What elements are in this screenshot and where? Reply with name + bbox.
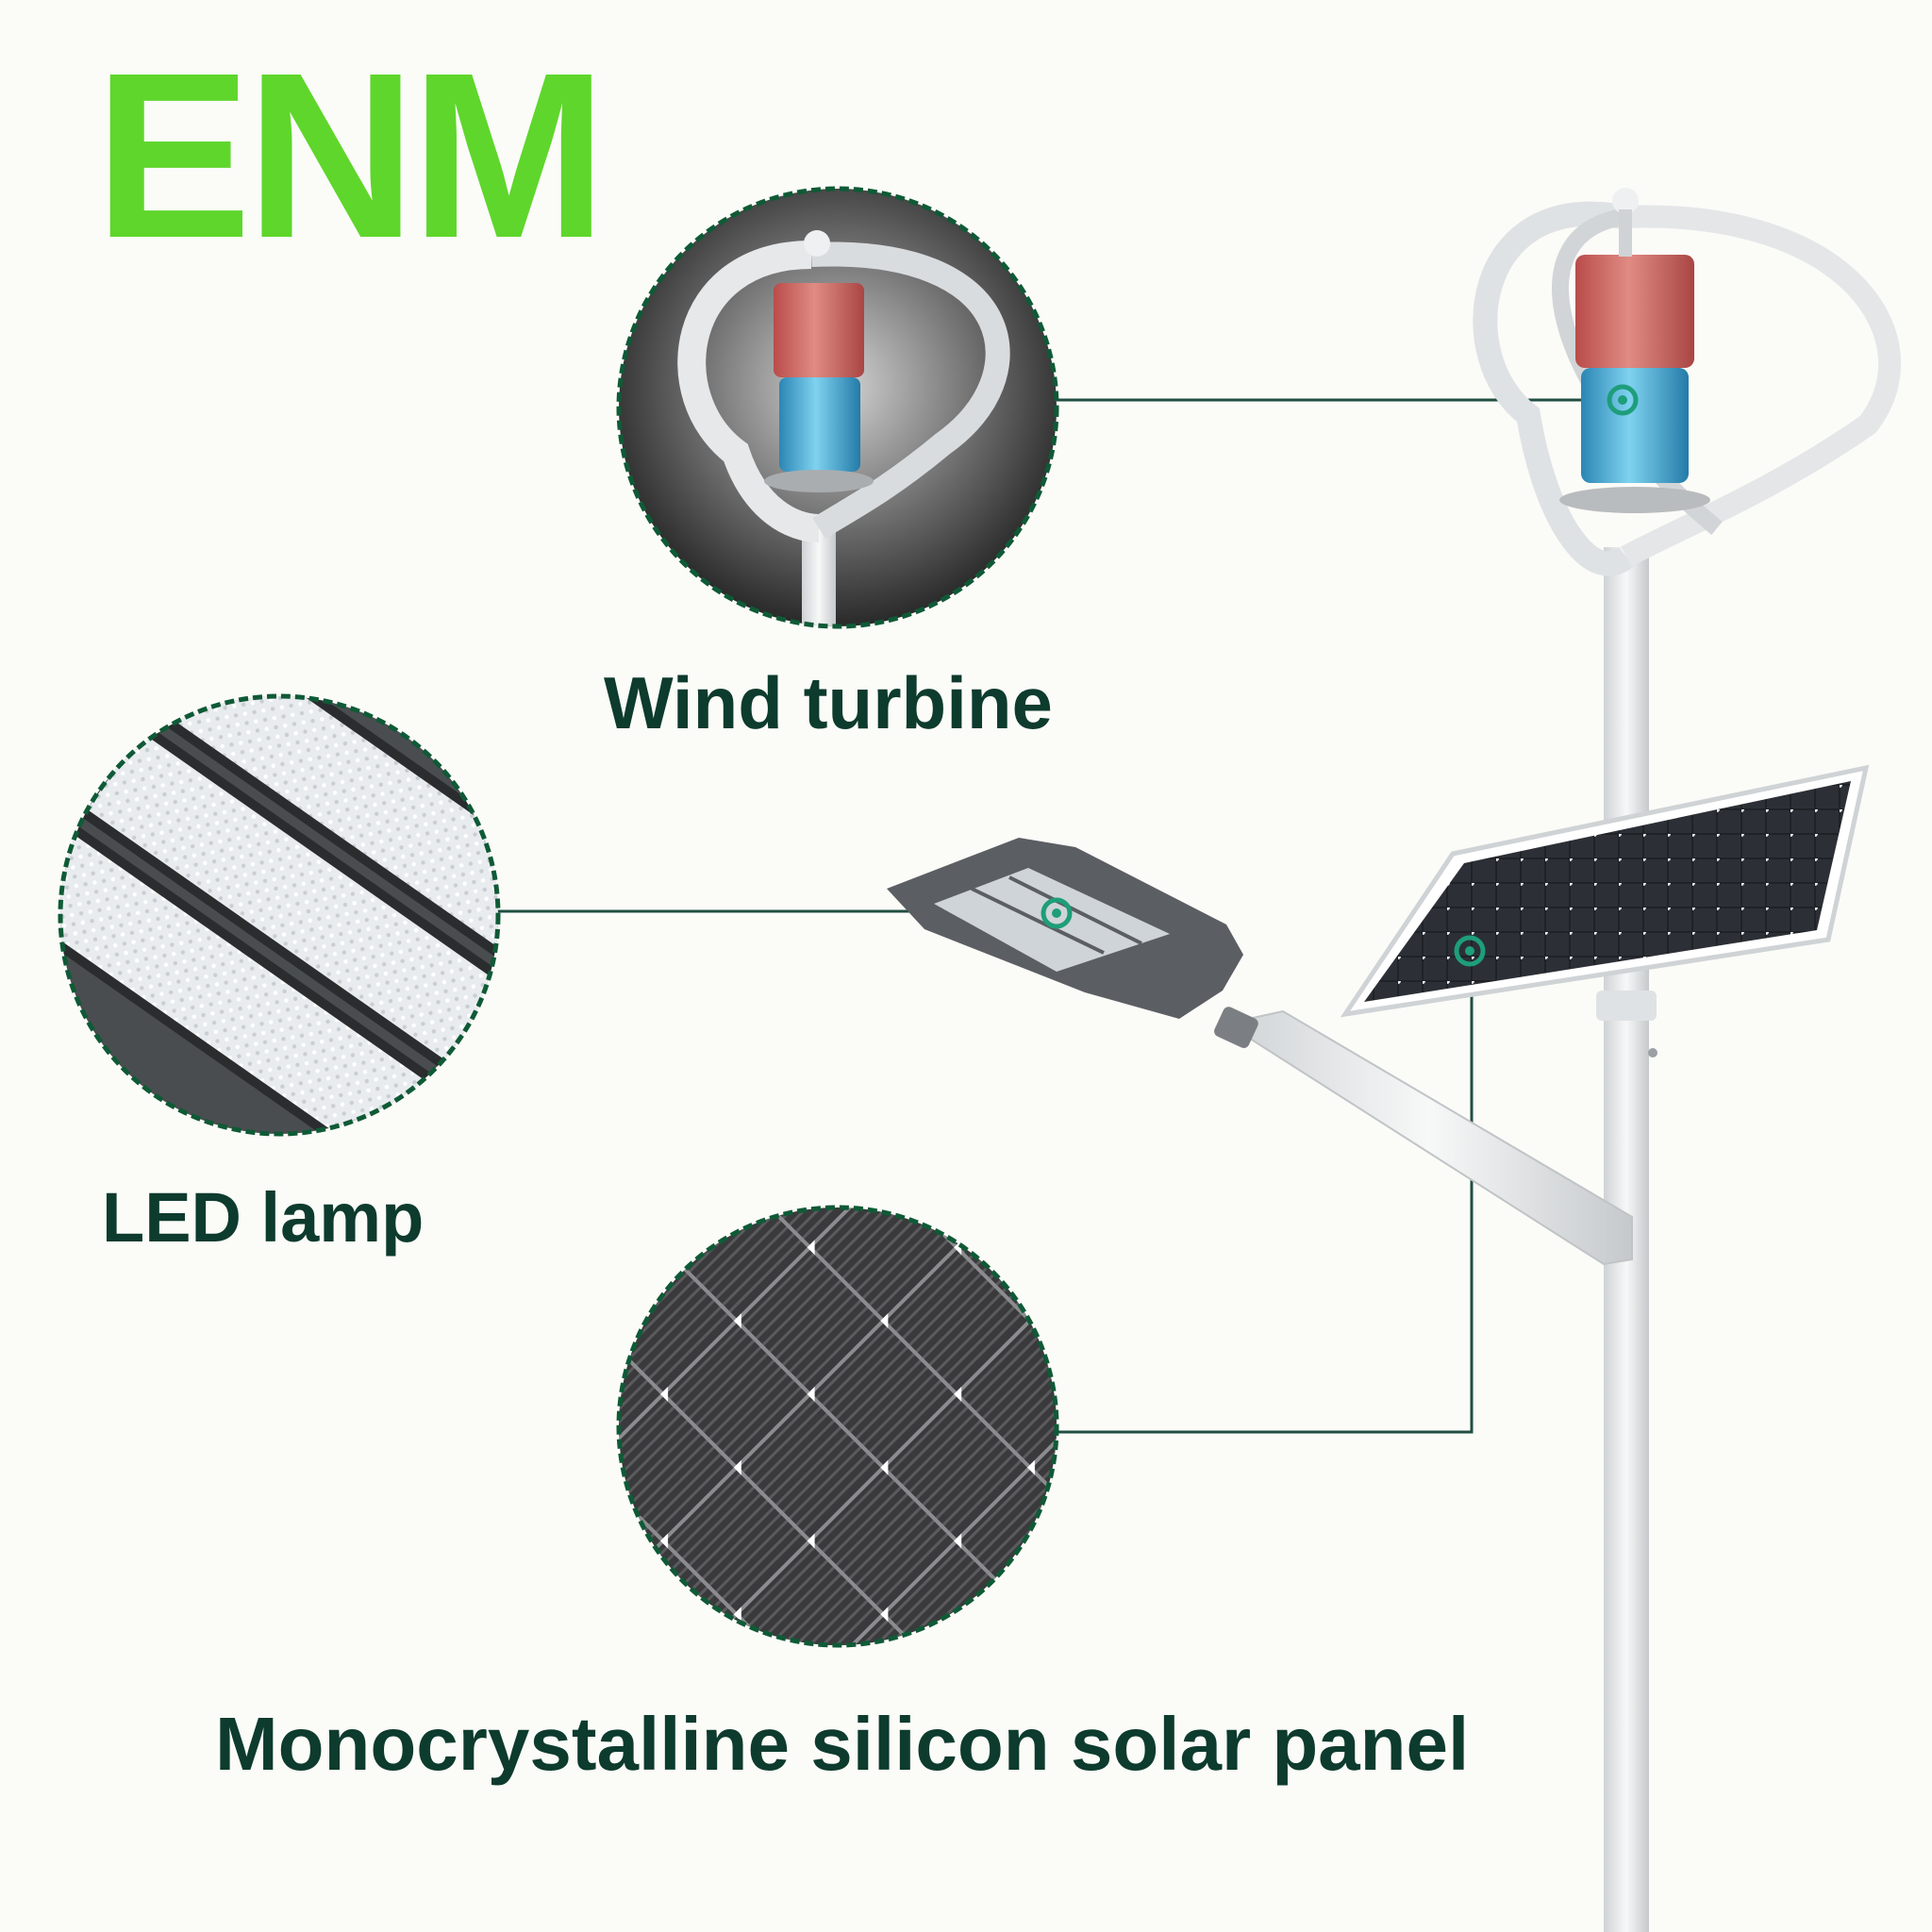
brand-logo: ENM xyxy=(94,24,608,287)
led-lamp-detail-icon xyxy=(58,693,501,1137)
wind-turbine-detail-icon xyxy=(616,186,1059,629)
solar-panel-icon xyxy=(1340,764,1870,1018)
wind-turbine-label: Wind turbine xyxy=(604,661,1053,744)
solar-cell-detail-icon xyxy=(616,1205,1059,1648)
led-lamp-label: LED lamp xyxy=(102,1178,425,1257)
street-light-pole xyxy=(1224,547,1657,1932)
wind-turbine-icon xyxy=(1473,188,1902,576)
solar-panel-label: Monocrystalline silicon solar panel xyxy=(215,1702,1470,1786)
led-lamp-icon xyxy=(887,838,1258,1048)
